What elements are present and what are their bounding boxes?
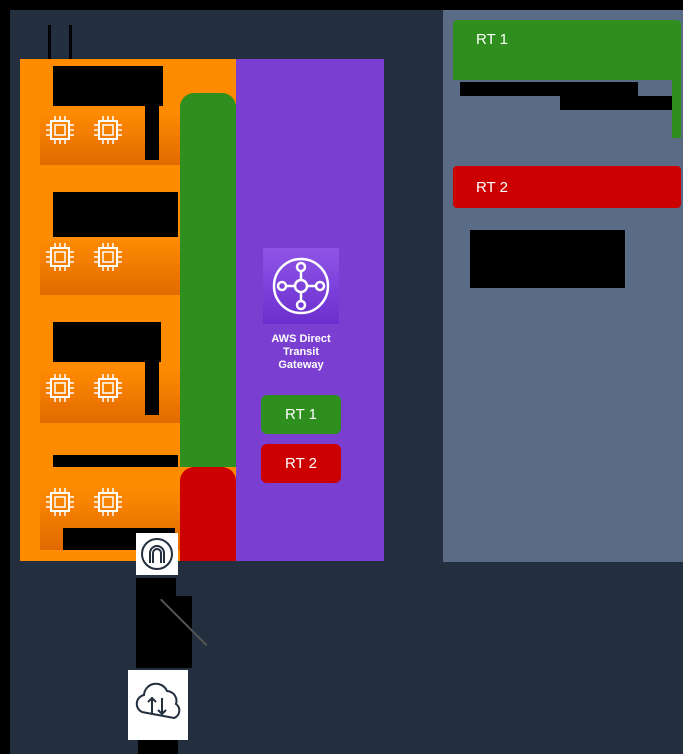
cloud-label-block: [138, 740, 178, 754]
transit-gateway-icon-box: [263, 248, 339, 324]
cloud-icon-box: [128, 670, 188, 740]
vpc-label-block-1: [53, 66, 163, 106]
gateway-label-block: [136, 578, 176, 596]
vpc-label-block-3: [53, 322, 161, 362]
ec2-instance-icon: [94, 374, 122, 402]
ec2-instance-icon: [46, 374, 74, 402]
tgw-route-table-2[interactable]: RT 2: [261, 444, 341, 483]
legend-rt1-title: RT 1: [476, 31, 508, 48]
legend-rt2-route-block: [470, 230, 625, 288]
legend-rt1-header: [453, 20, 681, 80]
ec2-instance-icon: [94, 243, 122, 271]
legend-rt1-route-block: [460, 82, 638, 96]
ec2-instance-icon: [46, 243, 74, 271]
vpc-label-block-2: [53, 192, 178, 237]
transit-gateway-label: AWS Direct Transit Gateway: [271, 333, 331, 371]
legend-rt2-title: RT 2: [476, 179, 508, 196]
attachment-strip-4: [180, 467, 236, 561]
ec2-instance-icon: [46, 116, 74, 144]
attachment-strip-1: [180, 93, 236, 233]
ec2-instance-icon: [46, 488, 74, 516]
vpn-gateway-icon: [141, 538, 173, 570]
transit-gateway-icon: [272, 257, 330, 315]
ec2-instance-icon: [94, 488, 122, 516]
ec2-instance-icon: [94, 116, 122, 144]
attachment-strip-3: [180, 363, 236, 467]
cloud-transfer-icon: [135, 682, 181, 720]
vpc-label-block-3b: [145, 360, 159, 415]
gateway-icon-box: [136, 533, 178, 575]
legend-rt1-strip: [672, 80, 681, 138]
vpc-label-block-4: [53, 455, 178, 467]
tgw-route-table-1[interactable]: RT 1: [261, 395, 341, 434]
region-icon: [48, 25, 72, 61]
vpc-label-block-1b: [145, 100, 159, 160]
legend-rt1-route-block-2: [560, 96, 672, 110]
legend-rt2-header: [453, 166, 681, 208]
connection-line-block: [136, 596, 192, 668]
attachment-strip-2: [180, 233, 236, 363]
